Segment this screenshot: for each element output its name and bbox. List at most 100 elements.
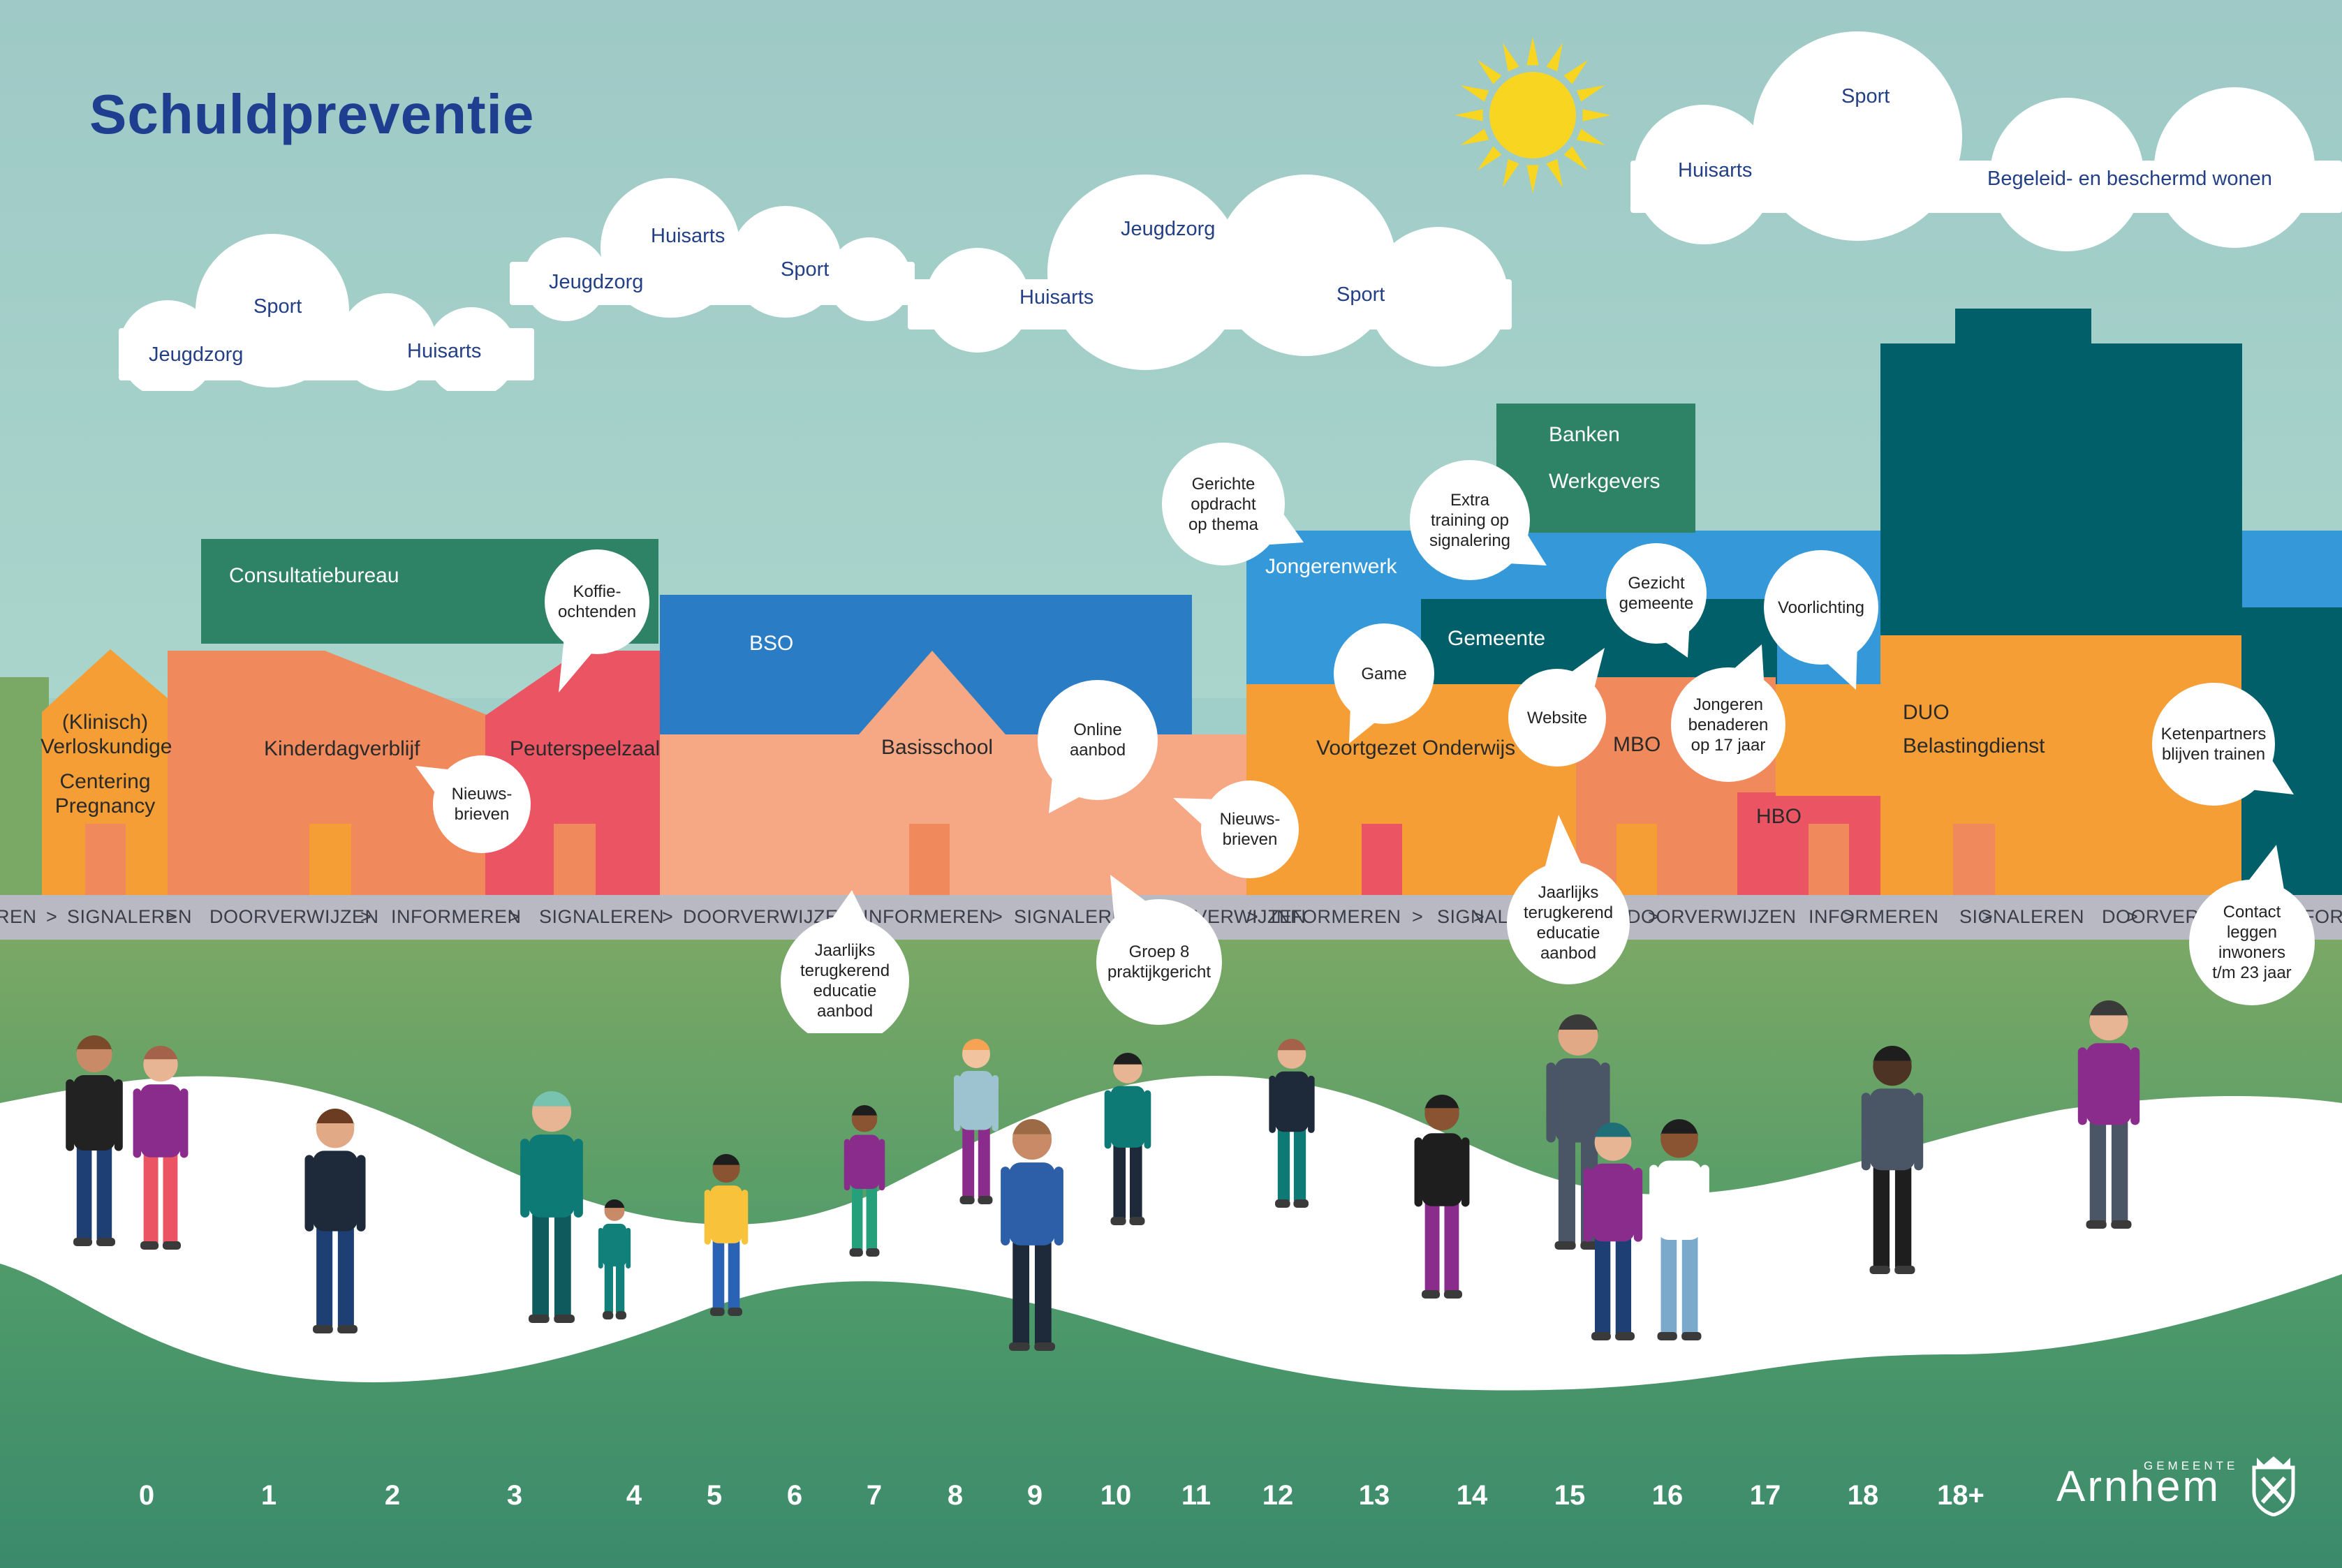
speech-bubble-tail <box>1049 773 1085 813</box>
label-duo: DUO <box>1903 701 1950 724</box>
label-verloskundige: (Klinisch) <box>61 711 149 734</box>
cloud-label: Huisarts <box>651 225 726 247</box>
building-banken <box>1496 404 1695 533</box>
label-pregnancy: Pregnancy <box>54 794 156 818</box>
speech-bubble-text: Online <box>1073 720 1122 739</box>
cloud-label: Sport <box>253 295 302 318</box>
door <box>909 824 950 897</box>
age-tick-label: 2 <box>384 1480 401 1511</box>
speech-bubble-text: op thema <box>1188 515 1259 534</box>
strip-arrow: > <box>1843 906 1855 927</box>
strip-arrow: > <box>166 906 178 927</box>
speech-bubble-text: Extra <box>1450 490 1489 510</box>
speech-bubble-text: Jaarlijks <box>1538 883 1599 902</box>
age-tick-label: 4 <box>626 1480 642 1511</box>
door <box>309 824 351 897</box>
speech-bubble-text: Contact <box>2223 903 2281 922</box>
strip-arrow: > <box>360 906 372 927</box>
speech-bubble-tail <box>415 766 453 797</box>
speech-bubble-text: aanbod <box>1540 944 1597 963</box>
speech-bubble-text: educatie <box>813 982 877 1000</box>
logo-name: Arnhem <box>2056 1463 2221 1511</box>
speech-bubble-tail <box>1544 815 1584 871</box>
speech-bubble-tail <box>2248 756 2294 794</box>
speech-bubble <box>2189 880 2315 1005</box>
person-figure <box>1546 1014 1610 1250</box>
bubbles-layer <box>415 443 2315 1033</box>
age-tick-label: 14 <box>1456 1480 1488 1511</box>
speech-bubble <box>2152 683 2275 806</box>
grass-left <box>0 677 49 897</box>
sun-ray <box>1503 43 1519 72</box>
strip-word: INFORMEREN <box>1809 906 1939 927</box>
person-figure <box>304 1109 366 1333</box>
sun-icon <box>1454 37 1611 193</box>
speech-bubble-text: ochtenden <box>557 602 637 621</box>
people-layer <box>66 1000 2140 1351</box>
speech-bubble-text: Nieuws- <box>451 785 513 804</box>
building-basisschool <box>660 651 1246 897</box>
age-tick-label: 15 <box>1554 1480 1586 1511</box>
clouds-layer <box>119 31 2342 391</box>
age-tick-label: 12 <box>1262 1480 1294 1511</box>
cloud-label: Huisarts <box>1019 286 1094 309</box>
label-centering: Centering <box>59 770 151 793</box>
label-banken: Banken <box>1549 423 1620 446</box>
speech-bubble-text: brieven <box>1222 830 1278 849</box>
sun-ray <box>1477 59 1502 84</box>
strip-arrow: > <box>992 906 1003 927</box>
speech-bubble-tail <box>1660 625 1690 658</box>
strip-arrow: > <box>1412 906 1424 927</box>
path-layer <box>0 1075 2342 1391</box>
speech-bubble-text: brieven <box>454 805 510 824</box>
age-tick-label: 0 <box>138 1480 155 1511</box>
strip-word: INFORMEREN <box>863 906 994 927</box>
strip-arrow: > <box>1247 906 1259 927</box>
door <box>554 824 596 897</box>
door <box>1953 824 1995 897</box>
arnhem-crest-icon <box>2252 1456 2295 1516</box>
logo-subtitle: GEMEENTE <box>2144 1459 2239 1472</box>
label-peuterspeelzaal: Peuterspeelzaal <box>510 737 661 760</box>
speech-bubble-text: terugkerend <box>1523 903 1614 922</box>
speech-bubble <box>1764 550 1878 665</box>
building-tower <box>1880 343 2242 658</box>
speech-bubble-text: signalering <box>1429 531 1511 550</box>
speech-bubble-text: aanbod <box>1069 741 1126 760</box>
speech-bubble-text: inwoners <box>2218 943 2286 962</box>
sun-ray <box>1477 146 1502 171</box>
sun-ray <box>1576 128 1605 145</box>
sun-ray <box>1503 158 1519 188</box>
person-figure <box>1583 1122 1643 1340</box>
speech-bubble-tail <box>1505 530 1547 565</box>
strip-arrow: > <box>1648 906 1660 927</box>
age-tick-label: 3 <box>506 1480 523 1511</box>
age-tick-label: 7 <box>866 1480 883 1511</box>
door <box>1362 824 1402 897</box>
speech-bubble <box>1507 861 1630 984</box>
label-werkgevers: Werkgevers <box>1549 470 1660 493</box>
speech-bubble <box>1162 443 1285 565</box>
strip-word: SIGNALEREN <box>67 906 193 927</box>
speech-bubble-tail <box>559 637 595 693</box>
strip-word: INFORMEREN <box>391 906 522 927</box>
cloud-label: Begeleid- en beschermd wonen <box>1987 168 2272 190</box>
age-tick-label: 16 <box>1651 1480 1684 1511</box>
label-belastingdienst: Belastingdienst <box>1903 734 2045 757</box>
sun-ray <box>1526 165 1539 193</box>
sun-ray <box>1582 109 1611 121</box>
speech-bubble <box>1201 781 1299 878</box>
speech-bubble-tail <box>1263 509 1304 545</box>
sun-ray <box>1563 146 1589 171</box>
age-tick-label: 1 <box>260 1480 277 1511</box>
cloud-label: Huisarts <box>1678 159 1753 182</box>
sun-ray <box>1576 85 1605 102</box>
person-figure <box>954 1039 999 1204</box>
door <box>85 824 126 897</box>
building-peuterspeelzaal <box>485 651 660 897</box>
cloud-label: Jeugdzorg <box>549 271 644 293</box>
label-consultatiebureau: Consultatiebureau <box>229 564 399 587</box>
speech-bubble-text: aanbod <box>816 1002 874 1021</box>
speech-bubble-text: Jongeren <box>1693 695 1764 714</box>
cloud-3 <box>908 175 1512 370</box>
